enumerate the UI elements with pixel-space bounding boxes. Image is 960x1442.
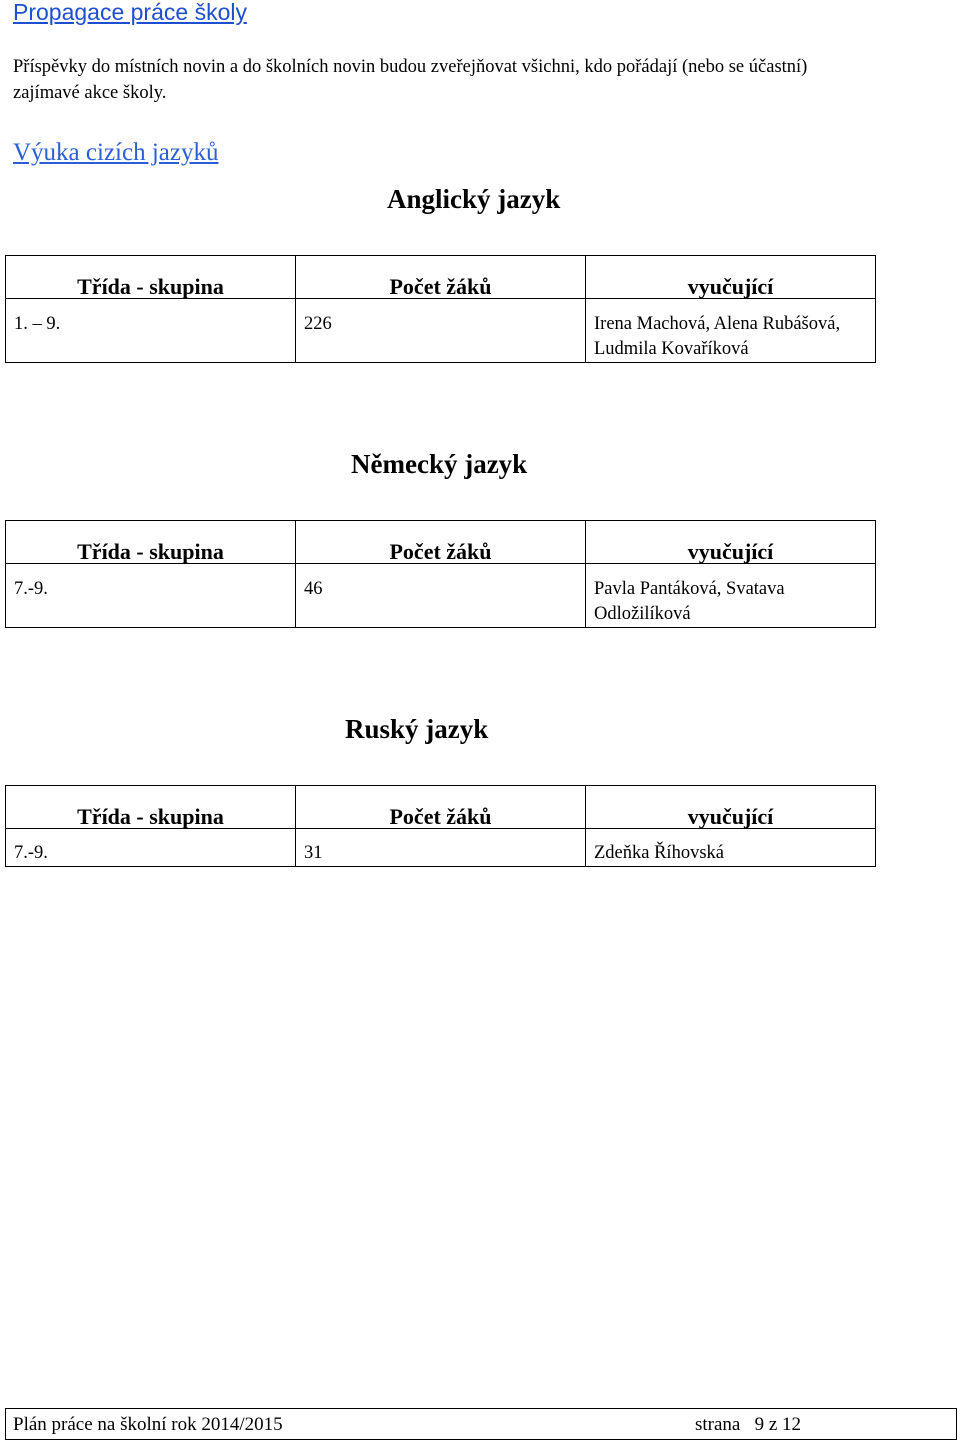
table-header-row: Třída - skupina Počet žáků vyučující <box>5 520 876 564</box>
table-title-english: Anglický jazyk <box>387 184 561 214</box>
footer-plan-title: Plán práce na školní rok 2014/2015 <box>13 1414 283 1435</box>
table-header-row: Třída - skupina Počet žáků vyučující <box>5 785 876 829</box>
cell-teachers: Irena Machová, Alena Rubášová, Ludmila K… <box>585 298 876 363</box>
header-teachers: vyučující <box>585 520 876 564</box>
header-student-count: Počet žáků <box>295 255 586 299</box>
table-title-russian: Ruský jazyk <box>345 714 489 744</box>
section-heading-propagace[interactable]: Propagace práce školy <box>13 0 247 25</box>
footer-page-number: strana 9 z 12 <box>695 1414 802 1435</box>
intro-line-1: Příspěvky do místních novin a do školníc… <box>13 57 808 77</box>
cell-student-count: 31 <box>295 828 586 867</box>
intro-line-2: zajímavé akce školy. <box>13 83 167 103</box>
table-row: 7.-9. 31 Zdeňka Říhovská <box>5 828 876 867</box>
intro-paragraph: Příspěvky do místních novin a do školníc… <box>13 54 943 106</box>
cell-student-count: 226 <box>295 298 586 363</box>
section-heading-vyuka[interactable]: Výuka cizích jazyků <box>13 139 219 166</box>
header-student-count: Počet žáků <box>295 520 586 564</box>
table-header-row: Třída - skupina Počet žáků vyučující <box>5 255 876 299</box>
page-footer: Plán práce na školní rok 2014/2015 stran… <box>5 1408 957 1440</box>
header-class-group: Třída - skupina <box>5 785 296 829</box>
cell-teachers: Pavla Pantáková, Svatava Odložilíková <box>585 563 876 628</box>
table-row: 7.-9. 46 Pavla Pantáková, Svatava Odloži… <box>5 563 876 628</box>
table-title-german: Německý jazyk <box>351 449 528 479</box>
header-class-group: Třída - skupina <box>5 520 296 564</box>
russian-table: Třída - skupina Počet žáků vyučující 7.-… <box>5 785 876 867</box>
german-table: Třída - skupina Počet žáků vyučující 7.-… <box>5 520 876 628</box>
header-teachers: vyučující <box>585 785 876 829</box>
english-table: Třída - skupina Počet žáků vyučující 1. … <box>5 255 876 363</box>
cell-class-group: 7.-9. <box>5 563 296 628</box>
table-row: 1. – 9. 226 Irena Machová, Alena Rubášov… <box>5 298 876 363</box>
cell-student-count: 46 <box>295 563 586 628</box>
cell-class-group: 1. – 9. <box>5 298 296 363</box>
header-teachers: vyučující <box>585 255 876 299</box>
header-student-count: Počet žáků <box>295 785 586 829</box>
cell-class-group: 7.-9. <box>5 828 296 867</box>
cell-teachers: Zdeňka Říhovská <box>585 828 876 867</box>
header-class-group: Třída - skupina <box>5 255 296 299</box>
